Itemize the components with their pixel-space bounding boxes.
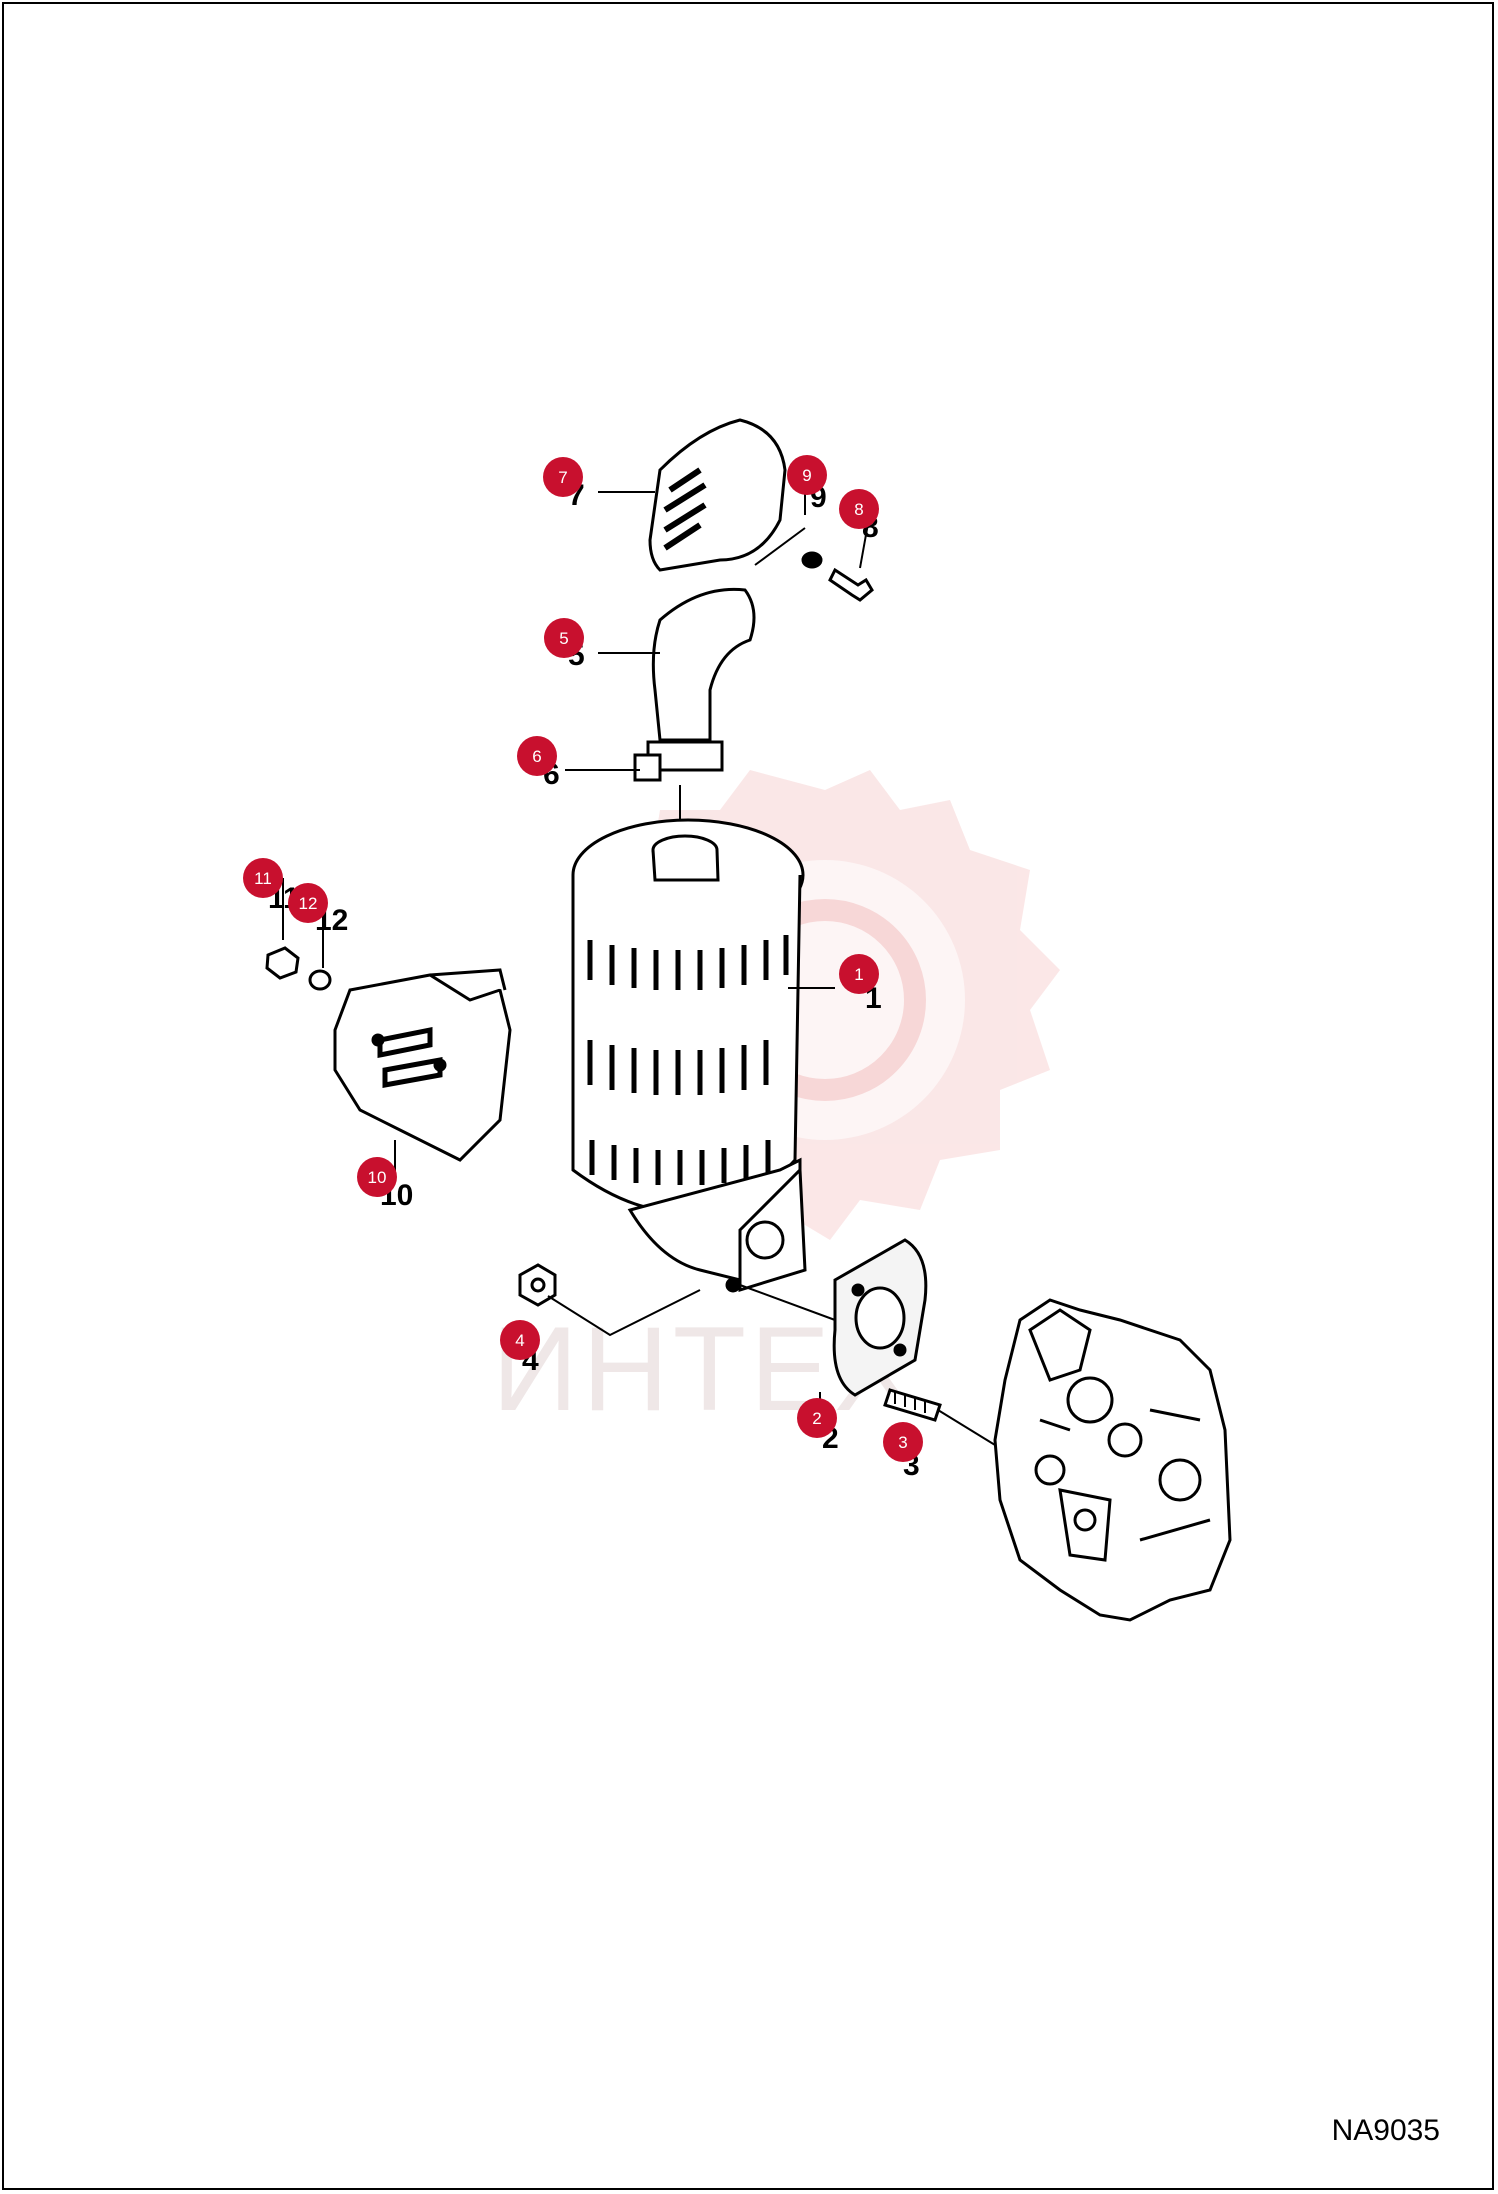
callout-9[interactable]: 9	[787, 455, 827, 495]
drawing-code: NA9035	[1331, 2114, 1440, 2147]
heat-shield-part	[333, 968, 512, 1162]
svg-text:4: 4	[515, 1331, 524, 1350]
leader-lines	[282, 488, 996, 1446]
callout-4[interactable]: 4	[500, 1320, 540, 1360]
svg-text:5: 5	[559, 629, 568, 648]
svg-text:1: 1	[854, 965, 863, 984]
cap-bolt-part	[801, 551, 874, 602]
callout-3[interactable]: 3	[883, 1422, 923, 1462]
svg-text:12: 12	[299, 894, 318, 913]
callout-10[interactable]: 10	[357, 1157, 397, 1197]
callout-5[interactable]: 5	[544, 618, 584, 658]
elbow-pipe-part	[651, 587, 756, 742]
shield-bolt-part	[265, 946, 332, 991]
svg-text:9: 9	[802, 466, 811, 485]
gasket-part	[832, 1238, 928, 1397]
callout-1[interactable]: 1	[839, 954, 879, 994]
callout-8[interactable]: 8	[839, 489, 879, 529]
svg-text:6: 6	[532, 747, 541, 766]
callout-6[interactable]: 6	[517, 736, 557, 776]
callout-11[interactable]: 11	[243, 858, 283, 898]
callout-2[interactable]: 2	[797, 1398, 837, 1438]
svg-text:3: 3	[898, 1433, 907, 1452]
pipe-clamp-part	[633, 740, 724, 782]
svg-text:11: 11	[254, 869, 272, 888]
svg-text:7: 7	[558, 468, 567, 487]
svg-text:10: 10	[368, 1168, 387, 1187]
svg-text:8: 8	[854, 500, 863, 519]
callout-12[interactable]: 12	[288, 883, 328, 923]
muffler-part	[571, 818, 807, 1293]
cylinder-head-part	[993, 1298, 1232, 1622]
callout-badges: 7 9 8 5 6 1 11 12 10 4 2 3	[243, 455, 923, 1462]
callout-7[interactable]: 7	[543, 457, 583, 497]
svg-text:2: 2	[812, 1409, 821, 1428]
stud-part	[883, 1388, 942, 1422]
nut-part	[518, 1263, 557, 1307]
rain-cap-part	[648, 418, 787, 572]
